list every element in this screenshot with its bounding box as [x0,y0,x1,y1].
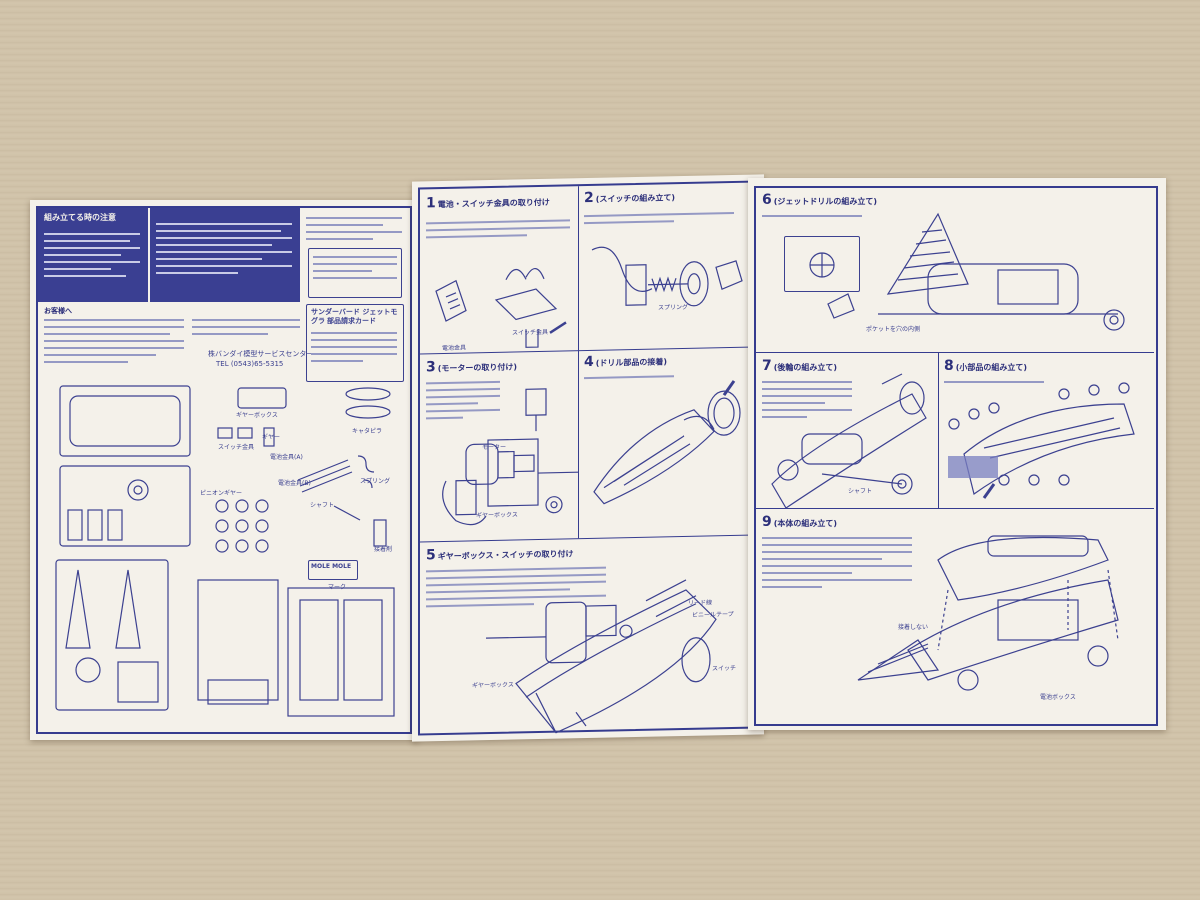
step9-label-no-glue: 接着しない [898,624,929,631]
part-label-battery-a: 電池金具(A) [270,454,303,461]
decal-text: MOLE MOLE [311,563,352,570]
parts-intro-text [44,314,184,368]
parts-request-card: サンダーバード ジェットモグラ 部品請求カード [306,304,404,382]
step8-cell [938,352,1155,508]
part-label-pinion: ピニオンギヤー [200,490,243,497]
step5-label-tape: ビニールテープ [692,610,734,619]
step5-label-switch: スイッチ [712,664,737,673]
step1-label-battery: 電池金具 [442,344,467,353]
instruction-panel-right: 6(ジェットドリルの組み立て) ポケットを穴の内側 7(後輪の組み立て) シャフ… [748,178,1166,730]
notice-text-lines-2 [156,218,292,279]
notice-text-lines [44,228,140,282]
part-label-switch-plate: スイッチ金具 [218,444,255,451]
step3-title: 3(モーターの取り付け) [426,359,518,376]
step4-title: 4(ドリル部品の接着) [584,353,668,371]
step9-title: 9(本体の組み立て) [762,514,838,530]
step7-diagram [771,373,927,509]
step3-label-gearbox: ギヤーボックス [476,511,518,520]
step1-label-switch: スイッチ金具 [512,328,549,337]
parts-sprue-illustration [55,385,395,717]
assembly-notice-box: 組み立てる時の注意 [38,208,148,302]
part-label-gearbox: ギヤーボックス [236,412,278,419]
step8-title: 8(小部品の組み立て) [944,358,1028,374]
step7-title: 7(後輪の組み立て) [762,358,838,374]
step2-label-spring: スプリング [658,303,689,312]
row-divider-4 [756,508,1154,509]
service-tel: TEL (0543)65-5315 [216,360,284,368]
step8-diagram [948,382,1135,499]
decal-label: マーク [328,584,347,591]
step1-diagram [435,268,567,348]
part-label-shaft: シャフト [310,502,335,509]
step4-diagram [593,380,741,505]
step9-diagram [857,535,1119,691]
step3-diagram [442,388,578,526]
card-title-1: サンダーバード ジェットモグラ [311,308,398,325]
reference-box [308,248,402,298]
service-company: 株バンダイ模型サービスセンター [208,350,314,358]
panel-right-frame [754,186,1158,726]
part-label-glue: 接着剤 [374,546,393,553]
part-label-spring: スプリング [360,478,391,485]
step6-inset-box [784,236,860,292]
step8-text [944,376,1044,388]
instruction-panel-left: 組み立てる時の注意 お客様へ 株バンダイ模型サービスセンター TEL (0543… [30,200,418,740]
step9-text [762,532,912,593]
card-title-2: 部品請求カード [327,317,376,325]
decal-box: MOLE MOLE [308,560,358,580]
step2-title: 2(スイッチの組み立て) [584,189,676,207]
panel-left-frame [36,206,412,734]
step5-label-gearbox: ギヤーボックス [472,681,514,690]
step6-text [762,210,862,222]
step2-text [584,207,734,229]
step6-diagram [827,212,1125,331]
step6-inset-diagram [809,252,835,278]
notice-title: 組み立てる時の注意 [44,213,116,222]
step2-diagram [591,246,743,307]
part-label-caterpillar: キャタピラ [352,428,383,435]
step8-highlight-note [948,456,998,478]
part-label-gear: ギヤー [262,434,281,441]
assembly-notice-box-2 [150,208,300,302]
step6-label-pocket: ポケットを穴の内側 [866,326,921,333]
step5-diagram [486,579,717,734]
step5-label-lead-wire: リード線 [688,599,713,607]
step6-title: 6(ジェットドリルの組み立て) [762,192,878,208]
step7-text [762,376,852,423]
part-label-battery-b: 電池金具(B) [278,480,311,487]
step3-label-motor: モーター [482,443,507,452]
notice-text-right [306,212,402,245]
service-text [192,314,300,340]
row-divider-3 [756,352,1154,353]
parts-section-title: お客様へ [44,307,72,315]
step7-label-shaft: シャフト [848,488,873,495]
step9-label-battery-box: 電池ボックス [1040,694,1076,701]
